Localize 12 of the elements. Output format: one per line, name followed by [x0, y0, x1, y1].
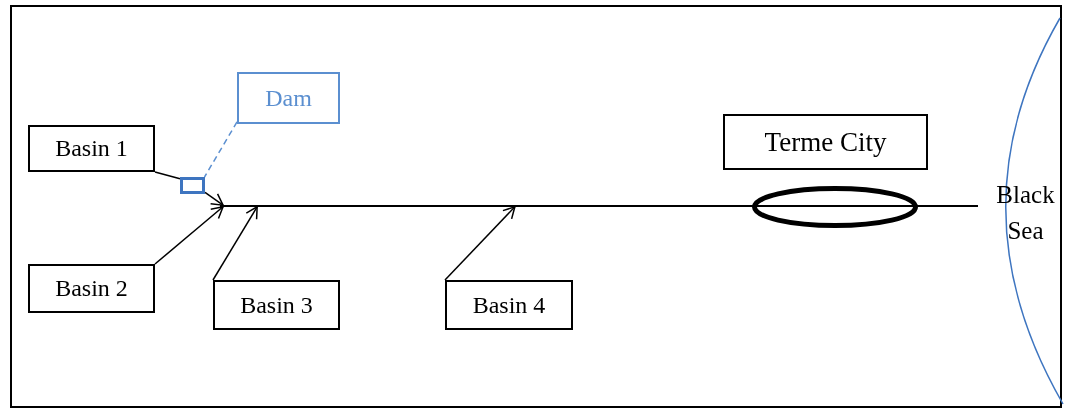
leader-line — [203, 121, 238, 178]
label-box: Basin 2 — [28, 264, 155, 313]
arrow — [154, 206, 224, 265]
arrow — [204, 191, 224, 206]
label-box: Basin 3 — [213, 280, 340, 330]
dam-marker — [180, 177, 205, 194]
label-box: Terme City — [723, 114, 928, 170]
label-box: Basin 4 — [445, 280, 573, 330]
arrow — [444, 206, 516, 281]
label-box: Basin 1 — [28, 125, 155, 172]
callout-box: Dam — [237, 72, 340, 124]
arrow — [212, 206, 258, 281]
